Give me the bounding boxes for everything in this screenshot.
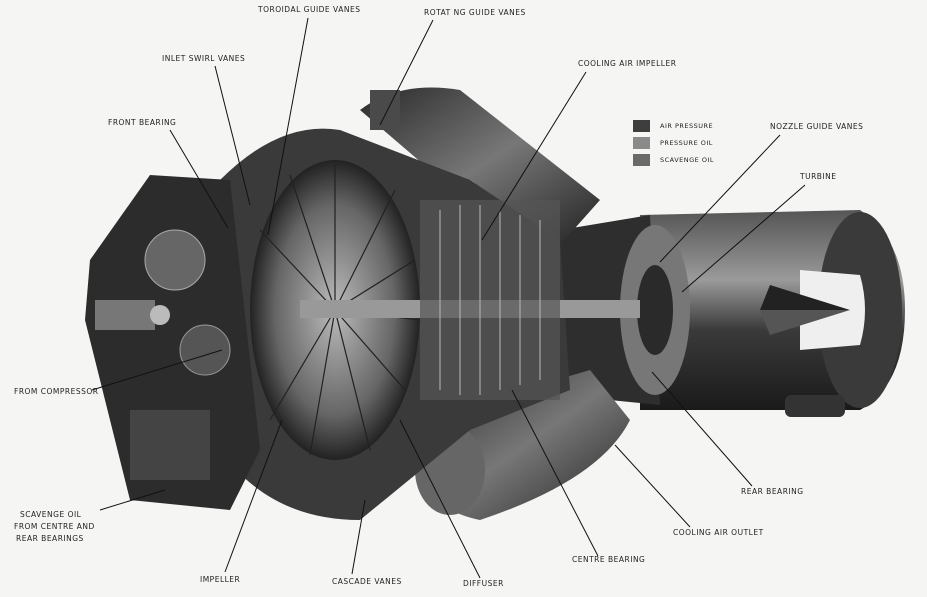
- label-turbine: TURBINE: [800, 172, 837, 181]
- legend-label-pressure-oil: PRESSURE OIL: [660, 139, 713, 147]
- front-accessories: [85, 175, 260, 510]
- legend-swatch-pressure-oil: [633, 137, 650, 149]
- label-cooling-air-outlet: COOLING AIR OUTLET: [673, 528, 764, 537]
- label-scavenge-oil-line1: SCAVENGE OIL: [20, 510, 82, 519]
- legend-label-scavenge-oil: SCAVENGE OIL: [660, 156, 714, 164]
- turbine-section: [560, 215, 690, 405]
- label-rotating-guide-vanes: ROTAT NG GUIDE VANES: [424, 8, 526, 17]
- label-scavenge-oil-line3: REAR BEARINGS: [16, 534, 84, 543]
- label-cascade-vanes: CASCADE VANES: [332, 577, 402, 586]
- exhaust-cone: [640, 210, 905, 417]
- compressor-casing: [220, 128, 640, 521]
- label-from-compressor: FROM COMPRESSOR: [14, 387, 99, 396]
- label-rear-bearing: REAR BEARING: [741, 487, 804, 496]
- label-front-bearing: FRONT BEARING: [108, 118, 177, 127]
- label-inlet-swirl-vanes: INLET SWIRL VANES: [162, 54, 246, 63]
- leader-lines: [91, 17, 806, 579]
- label-scavenge-oil-line2: FROM CENTRE AND: [14, 522, 95, 531]
- label-impeller: IMPELLER: [200, 575, 241, 584]
- legend-swatch-scavenge-oil: [633, 154, 650, 166]
- legend-swatch-air-pressure: [633, 120, 650, 132]
- legend-label-air-pressure: AIR PRESSURE: [660, 122, 714, 130]
- label-diffuser: DIFFUSER: [463, 579, 504, 588]
- label-toroidal-guide-vanes: TOROIDAL GUIDE VANES: [258, 5, 361, 14]
- label-nozzle-guide-vanes: NOZZLE GUIDE VANES: [770, 122, 864, 131]
- label-cooling-air-impeller: COOLING AIR IMPELLER: [578, 59, 677, 68]
- label-centre-bearing: CENTRE BEARING: [572, 555, 646, 564]
